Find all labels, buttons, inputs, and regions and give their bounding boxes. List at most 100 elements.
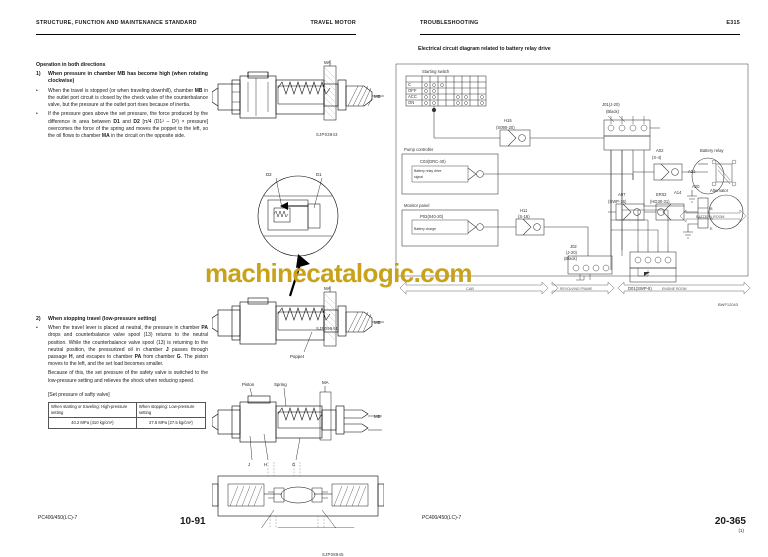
label-p02: P02(040-20) <box>420 214 444 219</box>
pump-controller <box>401 153 600 195</box>
junction-j02 <box>567 255 613 281</box>
fig3-label-mb: MB <box>374 320 381 325</box>
section1-bullet-2-text: If the pressure goes above the set press… <box>48 111 208 139</box>
left-column-text: Operation in both directions 1) When pre… <box>36 62 208 142</box>
fig1-label-mb: MB <box>374 94 381 99</box>
fig4-label-mb: MB <box>374 414 381 419</box>
label-h15-sub: (S090-20) <box>496 125 515 130</box>
section1-title: When pressure in chamber MB has become h… <box>48 70 208 85</box>
label-battery-relay: Battery relay <box>700 148 724 153</box>
section2-bullet-1-text: When the travel lever is placed at neutr… <box>48 325 208 367</box>
label-a20: A20 <box>692 184 700 189</box>
figure-counterbalance-valve-2 <box>212 286 384 353</box>
fig4-label-spring: Spring <box>274 382 287 387</box>
label-battery-relay-drive-1: Battery relay drive <box>414 169 441 173</box>
section1-heading: Operation in both directions <box>36 62 106 68</box>
label-a07-sub: (SWP-16) <box>608 199 627 204</box>
section1-number: 1) <box>36 70 41 77</box>
label-h11: H11 <box>520 208 528 213</box>
left-header-title: STRUCTURE, FUNCTION AND MAINTENANCE STAN… <box>36 20 197 26</box>
svg-text:ACC: ACC <box>408 94 417 99</box>
right-page: TROUBLESHOOTING E315 Electrical circuit … <box>384 0 768 543</box>
connector-h11 <box>515 218 589 256</box>
figure-1-id: SJP03943 <box>316 132 338 137</box>
label-a02-sub: (X-4) <box>652 155 662 160</box>
table-header-cell-2: When stopping: Low-pressure setting <box>135 401 207 419</box>
svg-text:C: C <box>408 82 411 87</box>
label-c03: C03(DRC-40) <box>420 159 446 164</box>
section1-bullet-2: • If the pressure goes above the set pre… <box>36 111 208 139</box>
label-pump-controller: Pump controller <box>404 147 434 152</box>
table-row: When starting or traveling: High-pressur… <box>48 401 207 419</box>
fig2-label-d2: D2 <box>266 172 272 177</box>
section2-number: 2) <box>36 316 41 322</box>
section1-bullet-1: • When the travel is stopped (or when tr… <box>36 88 208 109</box>
right-page-header: TROUBLESHOOTING E315 <box>420 20 740 35</box>
section1-bullet-1-text: When the travel is stopped (or when trav… <box>48 87 208 108</box>
left-footer-page: 10-91 <box>180 516 206 527</box>
connector-a02 <box>633 163 708 181</box>
monitor-panel <box>401 209 516 247</box>
fig4-label-piston: Piston <box>242 382 255 387</box>
right-footer-revision: (1) <box>738 528 745 533</box>
label-terminal-r: R <box>710 217 713 221</box>
label-er02: ER02 <box>656 192 667 197</box>
label-engine-room: ENGINE ROOM <box>662 287 687 291</box>
er02-connector <box>655 203 698 221</box>
label-a14: A14 <box>674 190 682 195</box>
section1-item: 1) When pressure in chamber MB has becom… <box>36 71 208 86</box>
label-j02-sub-2: (Black) <box>564 256 578 261</box>
left-column-section2: 2) When stopping travel (low-pressure se… <box>36 316 208 429</box>
starting-switch-matrix <box>405 75 487 138</box>
figure-2-id: SJP09944 <box>316 326 338 331</box>
circuit-diagram-caption: Electrical circuit diagram related to ba… <box>418 46 551 52</box>
table-value-cell-2: 27.5 MPa {27.5 kg/cm²} <box>135 417 207 429</box>
label-monitor-panel: Monitor panel <box>404 203 429 208</box>
fig2-label-d1: D1 <box>316 172 322 177</box>
label-a21: A21 <box>688 169 696 174</box>
bullet-marker: • <box>36 111 38 118</box>
bullet-marker: • <box>36 325 38 332</box>
table-header-cell-1: When starting or traveling: High-pressur… <box>48 401 137 419</box>
bullet-marker: • <box>36 87 38 94</box>
table-caption: [Set pressure of safty valve] <box>48 391 110 398</box>
section2-item: 2) When stopping travel (low-pressure se… <box>36 316 208 323</box>
figures-svg: MA MB D2 D1 MA MB Poppet Piston Spring M… <box>212 60 384 528</box>
right-header-title: TROUBLESHOOTING <box>420 20 479 26</box>
fig1-label-ma: MA <box>324 60 331 65</box>
junction-d01 <box>629 246 677 283</box>
a07-connector-final <box>608 203 656 221</box>
label-er02-sub: (HD30-31) <box>650 199 670 204</box>
connector-h15 <box>499 129 600 147</box>
label-terminal-b: B <box>710 207 713 211</box>
fig4-label-ma: MA <box>322 380 329 385</box>
right-footer-model: PC400/450(LC)-7 <box>422 515 462 521</box>
alternator <box>683 194 744 239</box>
label-a02: A02 <box>656 148 664 153</box>
right-footer-page: 20-365 <box>714 516 746 527</box>
left-footer-model: PC400/450(LC)-7 <box>38 515 78 521</box>
label-d01: D01(SWP-8) <box>628 286 652 291</box>
svg-text:OFF: OFF <box>408 88 417 93</box>
label-j02: J02 <box>570 244 577 249</box>
fig4-label-h: H <box>264 462 267 467</box>
label-terminal-e: E <box>710 227 713 231</box>
table-row: 40.2 MPa {410 kg/cm²} 27.5 MPa {27.5 kg/… <box>48 417 207 429</box>
label-h11-sub: (S-16) <box>518 214 530 219</box>
label-h15: H15 <box>504 118 512 123</box>
label-j02-sub-1: (J-20) <box>566 250 578 255</box>
left-header-section: TRAVEL MOTOR <box>310 20 356 26</box>
section2-title: When stopping travel (low-pressure setti… <box>48 316 157 322</box>
fig4-label-g: G <box>292 462 296 467</box>
table-value-cell-1: 40.2 MPa {410 kg/cm²} <box>48 417 137 429</box>
figure-travel-control-circuit <box>212 386 384 528</box>
label-battery-charge: Battery charge <box>414 227 436 231</box>
battery-relay <box>691 157 737 195</box>
fig3-label-ma: MA <box>324 286 331 291</box>
section2-paragraph: Because of this, the set pressure of the… <box>48 370 208 384</box>
figure-counterbalance-valve-1 <box>212 60 384 121</box>
label-starting-switch: Starting switch <box>422 69 450 74</box>
svg-text:ON: ON <box>408 100 414 105</box>
